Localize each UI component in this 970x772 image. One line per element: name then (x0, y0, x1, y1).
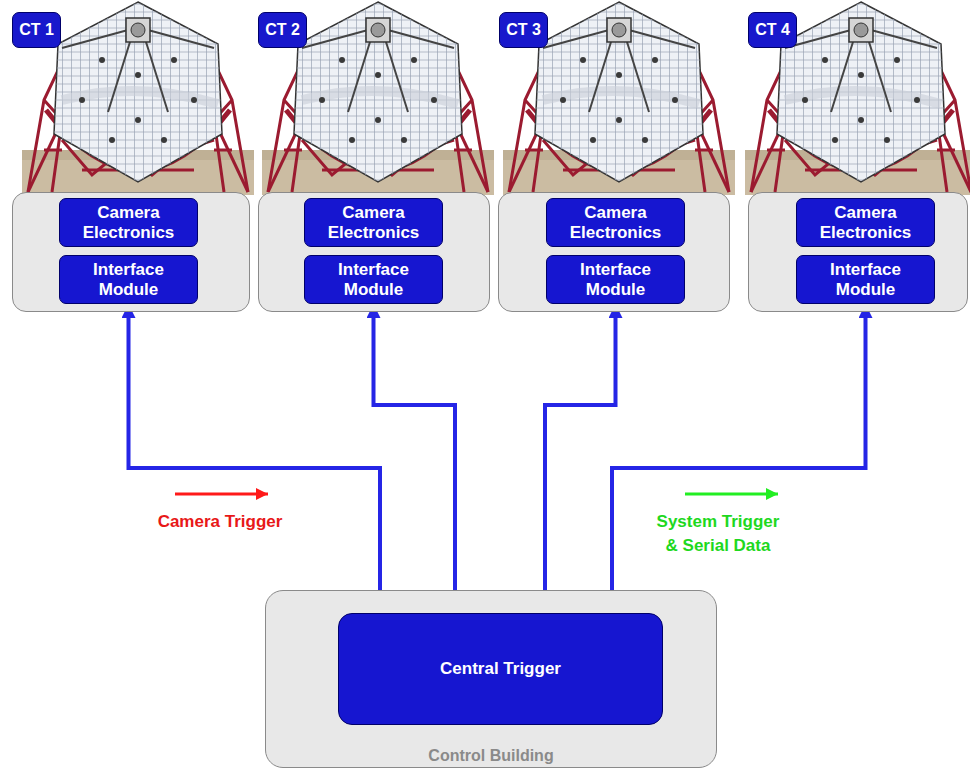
interface-box: Interface Module (59, 255, 198, 304)
node-text: Camera Electronics (316, 203, 432, 241)
node-text: CT 3 (506, 21, 541, 39)
telescope-badge: CT 1 (12, 12, 61, 48)
node-text: Interface Module (808, 260, 924, 298)
node-text: Camera Electronics (808, 203, 924, 241)
node-text: CT 4 (755, 21, 790, 39)
node-text: Interface Module (316, 260, 432, 298)
interface-box: Interface Module (304, 255, 443, 304)
signal-connector (612, 304, 866, 613)
legend-text: System Trigger & Serial Data (651, 510, 785, 558)
signal-connector (374, 304, 456, 613)
building-outline: Control Building Central Trigger (265, 590, 717, 768)
camera-trigger-arrow (175, 493, 268, 496)
system-trigger-arrow (685, 493, 778, 496)
telescope-badge: CT 4 (748, 12, 797, 48)
trigger-box: Central Trigger (338, 613, 663, 725)
electronics-box: Camera Electronics (546, 198, 685, 247)
camera-housing: Camera ElectronicsInterface Module (258, 192, 490, 312)
node-text: Interface Module (71, 260, 187, 298)
node-text: CT 2 (265, 21, 300, 39)
legend-text: Camera Trigger (130, 510, 310, 534)
node-text: Control Building (266, 747, 716, 765)
interface-box: Interface Module (796, 255, 935, 304)
electronics-box: Camera Electronics (304, 198, 443, 247)
node-text: Camera Electronics (558, 203, 674, 241)
camera-housing: Camera ElectronicsInterface Module (12, 192, 250, 312)
signal-connector (545, 304, 616, 613)
node-text: CT 1 (19, 21, 54, 39)
interface-box: Interface Module (546, 255, 685, 304)
node-text: Central Trigger (440, 659, 561, 678)
camera-housing: Camera ElectronicsInterface Module (498, 192, 730, 312)
signal-connector (129, 304, 381, 613)
camera-housing: Camera ElectronicsInterface Module (748, 192, 968, 312)
telescope-badge: CT 2 (258, 12, 307, 48)
electronics-box: Camera Electronics (59, 198, 198, 247)
telescope-badge: CT 3 (499, 12, 548, 48)
node-text: Interface Module (558, 260, 674, 298)
node-text: Camera Electronics (71, 203, 187, 241)
electronics-box: Camera Electronics (796, 198, 935, 247)
